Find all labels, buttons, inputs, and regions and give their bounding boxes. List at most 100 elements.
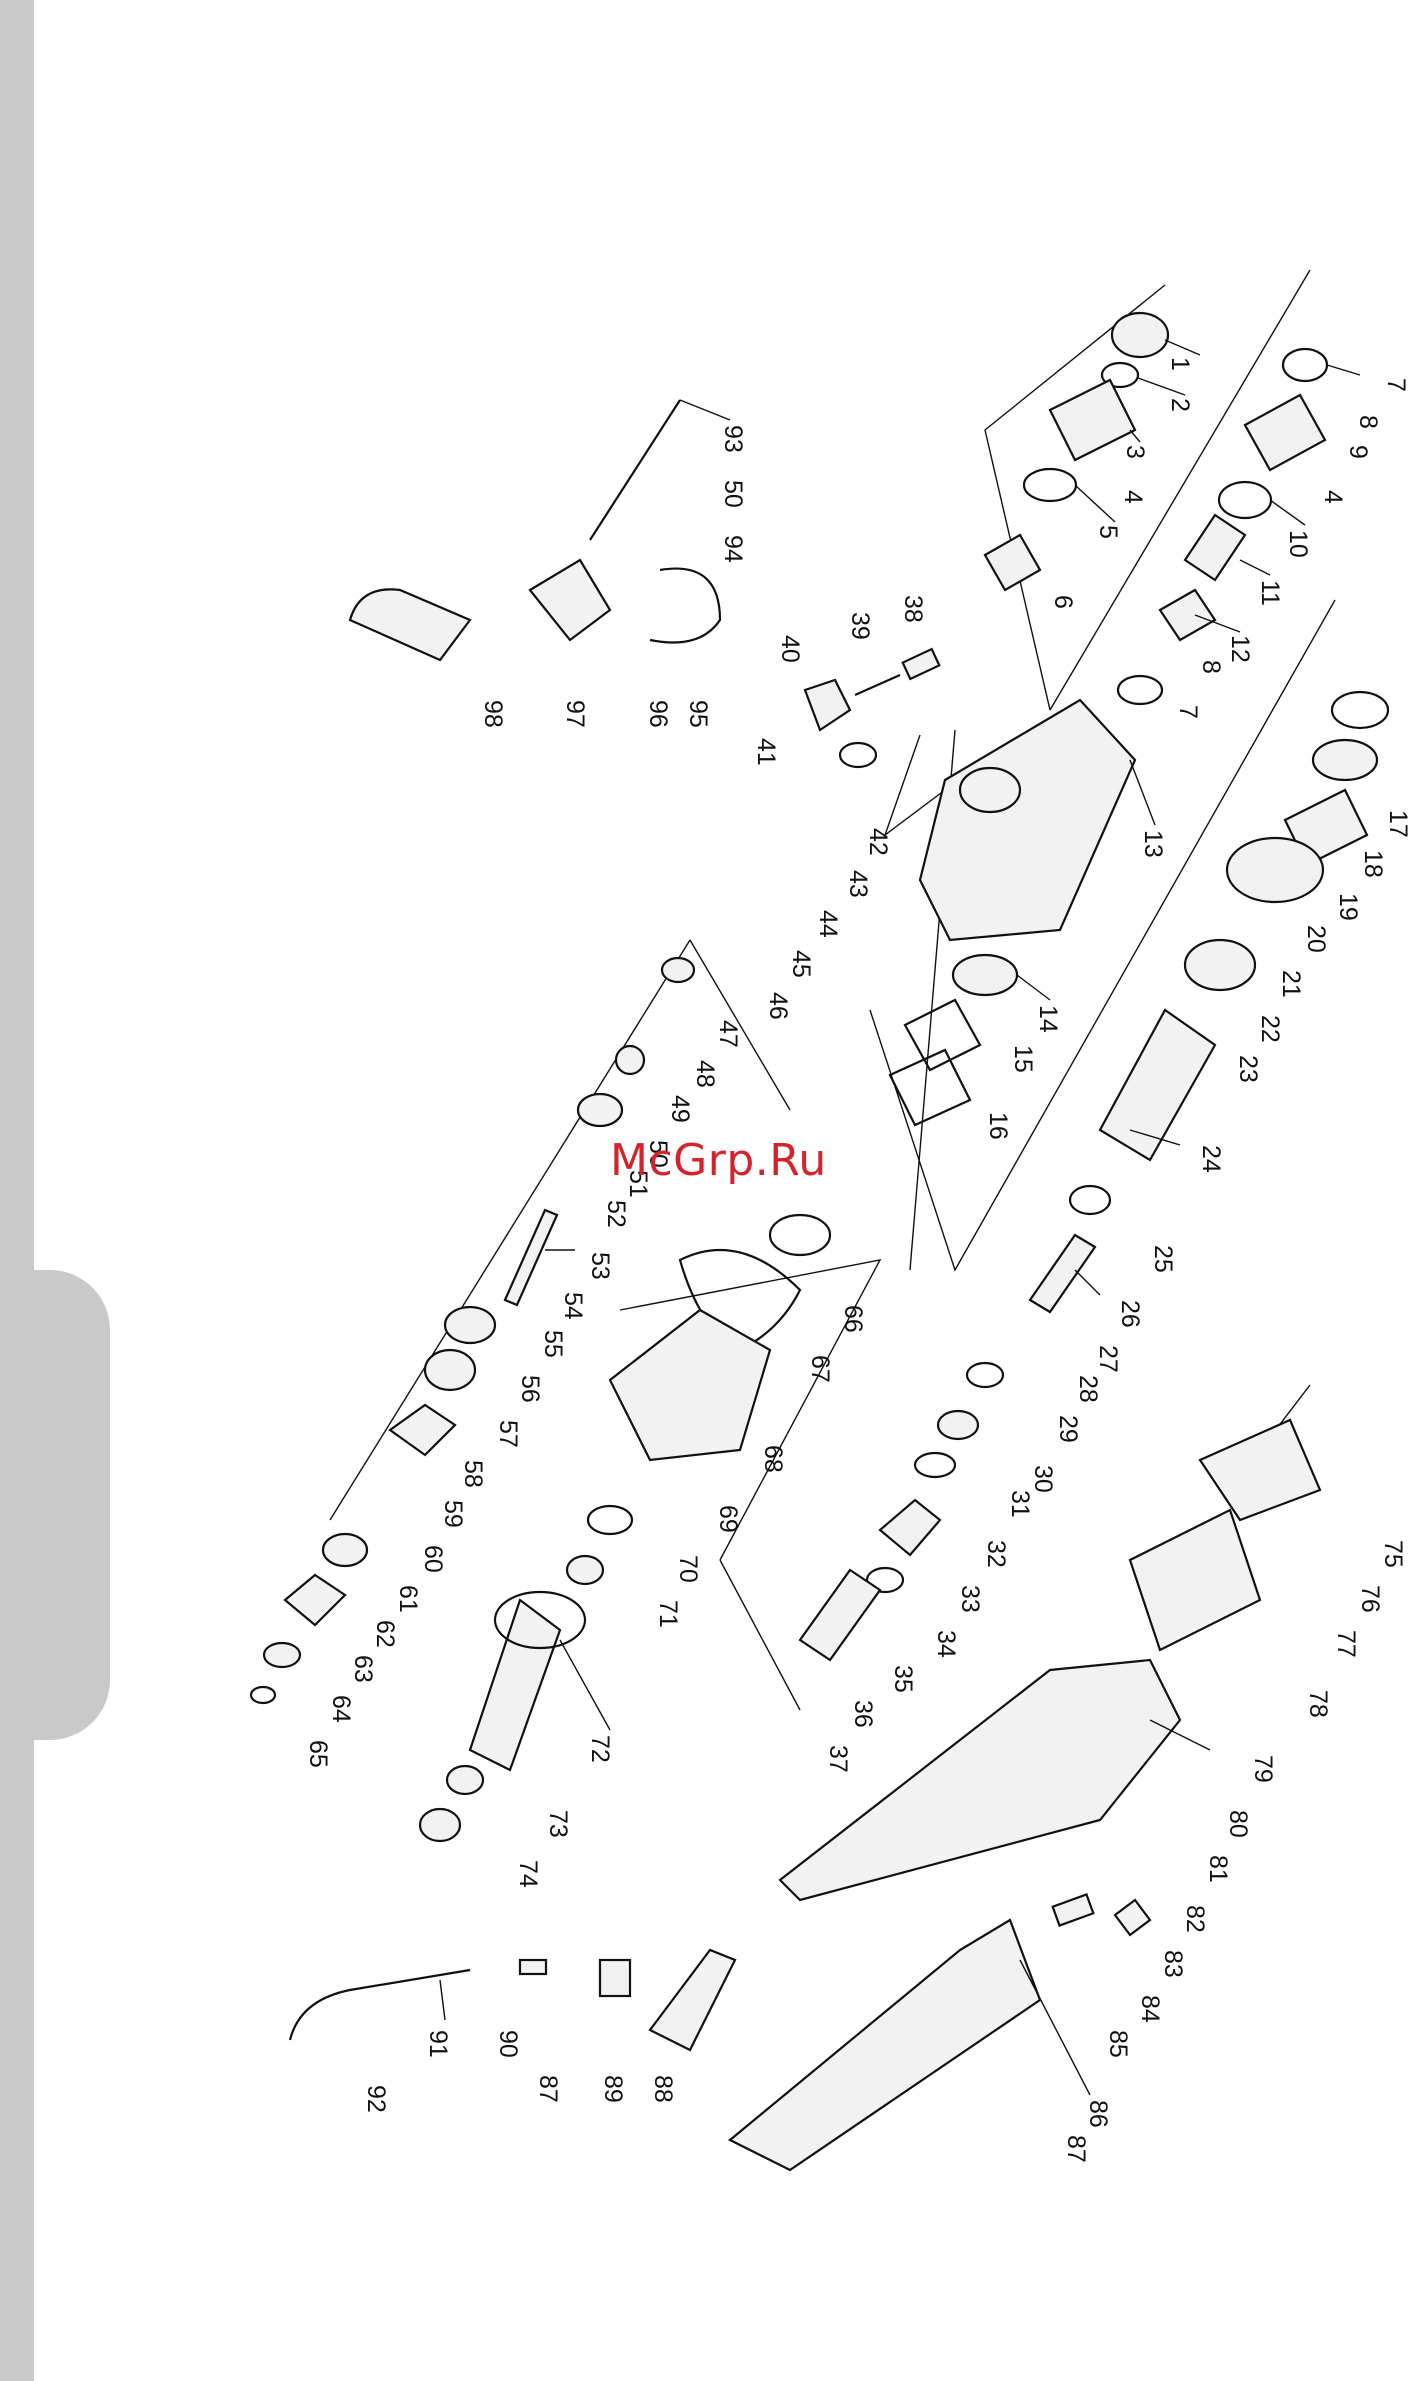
- label-51: 51: [624, 1170, 652, 1198]
- label-46: 46: [764, 992, 792, 1020]
- label-14: 14: [1034, 1005, 1062, 1033]
- part-56-spring: [423, 1348, 477, 1392]
- part-11-bit-holder: [1183, 513, 1247, 582]
- label-20: 20: [1302, 925, 1330, 953]
- label-4b: 4: [1319, 490, 1347, 504]
- label-87a: 87: [1062, 2135, 1090, 2163]
- label-28: 28: [1074, 1375, 1102, 1403]
- label-32: 32: [982, 1540, 1010, 1568]
- label-4a: 4: [1119, 490, 1147, 504]
- part-38-block: [901, 647, 941, 681]
- part-32-ring: [913, 1451, 957, 1479]
- part-64-bearing: [262, 1641, 302, 1669]
- label-82: 82: [1181, 1905, 1209, 1933]
- part-16-sleeve: [888, 1048, 972, 1127]
- label-62: 62: [371, 1620, 399, 1648]
- part-70-ring: [586, 1504, 634, 1536]
- leader-lines: [439, 339, 1361, 2096]
- label-19: 19: [1334, 893, 1362, 921]
- label-91: 91: [424, 2030, 452, 2058]
- part-60-gear: [321, 1532, 369, 1568]
- part-97-clamp: [528, 558, 612, 642]
- label-33: 33: [956, 1585, 984, 1613]
- label-55: 55: [539, 1330, 567, 1358]
- label-68: 68: [759, 1445, 787, 1473]
- label-74: 74: [514, 1860, 542, 1888]
- part-95-band: [649, 567, 722, 644]
- label-43: 43: [844, 870, 872, 898]
- part-74-ring: [418, 1807, 462, 1843]
- part-86-handle: [727, 1918, 1042, 2172]
- label-8a: 8: [1354, 415, 1382, 429]
- label-13: 13: [1139, 830, 1167, 858]
- label-26: 26: [1116, 1300, 1144, 1328]
- label-81: 81: [1204, 1855, 1232, 1883]
- part-35-cylinder: [798, 1568, 882, 1662]
- label-80: 80: [1224, 1810, 1252, 1838]
- part-14-bearing: [951, 953, 1019, 997]
- label-71: 71: [654, 1600, 682, 1628]
- label-90: 90: [494, 2030, 522, 2058]
- part-29-ring: [965, 1361, 1005, 1389]
- label-8b: 8: [1197, 660, 1225, 674]
- part-13-gear-housing: [918, 698, 1137, 942]
- part-83-brush-holder: [1113, 1898, 1152, 1937]
- part-66-ring: [768, 1213, 832, 1257]
- part-50-gear: [614, 1044, 646, 1076]
- label-67: 67: [806, 1355, 834, 1383]
- label-61: 61: [394, 1585, 422, 1613]
- part-26-striker: [1028, 1233, 1097, 1314]
- part-24-barrel: [1098, 1008, 1217, 1162]
- label-47: 47: [714, 1020, 742, 1048]
- part-91-92-cable: [288, 1968, 471, 2041]
- part-18-ring: [1311, 738, 1379, 782]
- label-85: 85: [1104, 2030, 1132, 2058]
- label-93: 93: [719, 425, 747, 453]
- label-95: 95: [684, 700, 712, 728]
- part-2-ring: [1100, 361, 1140, 389]
- label-50a: 50: [644, 1140, 672, 1168]
- label-78: 78: [1304, 1690, 1332, 1718]
- label-79: 79: [1249, 1755, 1277, 1783]
- label-23: 23: [1234, 1055, 1262, 1083]
- label-30: 30: [1029, 1465, 1057, 1493]
- label-77: 77: [1332, 1630, 1360, 1658]
- part-78-stator: [1128, 1508, 1262, 1652]
- label-73: 73: [544, 1810, 572, 1838]
- label-66: 66: [839, 1305, 867, 1333]
- label-17: 17: [1384, 810, 1412, 838]
- part-51-gear: [576, 1092, 624, 1128]
- label-1: 1: [1166, 357, 1194, 371]
- label-39: 39: [846, 612, 874, 640]
- label-96: 96: [644, 700, 672, 728]
- label-52: 52: [602, 1200, 630, 1228]
- part-79-housing: [778, 1658, 1182, 1902]
- label-65: 65: [304, 1740, 332, 1768]
- label-88: 88: [649, 2075, 677, 2103]
- label-59: 59: [439, 1500, 467, 1528]
- label-21: 21: [1277, 970, 1305, 998]
- part-10-washer: [1217, 480, 1273, 520]
- part-84-block: [1051, 1893, 1095, 1927]
- label-22: 22: [1256, 1015, 1284, 1043]
- label-42: 42: [864, 828, 892, 856]
- label-35: 35: [889, 1665, 917, 1693]
- part-3-sleeve: [1048, 378, 1137, 462]
- parts: [249, 311, 1390, 2172]
- label-5: 5: [1094, 525, 1122, 539]
- part-8-ring: [1281, 347, 1329, 383]
- label-15: 15: [1009, 1045, 1037, 1073]
- label-12: 12: [1226, 635, 1254, 663]
- label-2: 2: [1166, 398, 1194, 412]
- part-23-sleeve: [1183, 938, 1257, 992]
- label-57: 57: [494, 1420, 522, 1448]
- label-87b: 87: [534, 2075, 562, 2103]
- part-labels: 1 2 3 4 5 6 7 8 9 4 10 11 12 8 7 13 38 3…: [304, 357, 1412, 2163]
- label-76: 76: [1356, 1585, 1384, 1613]
- label-75: 75: [1379, 1540, 1407, 1568]
- label-70: 70: [674, 1555, 702, 1583]
- part-72-armature: [468, 1598, 562, 1772]
- label-49: 49: [666, 1095, 694, 1123]
- label-36: 36: [849, 1700, 877, 1728]
- label-84: 84: [1136, 1995, 1164, 2023]
